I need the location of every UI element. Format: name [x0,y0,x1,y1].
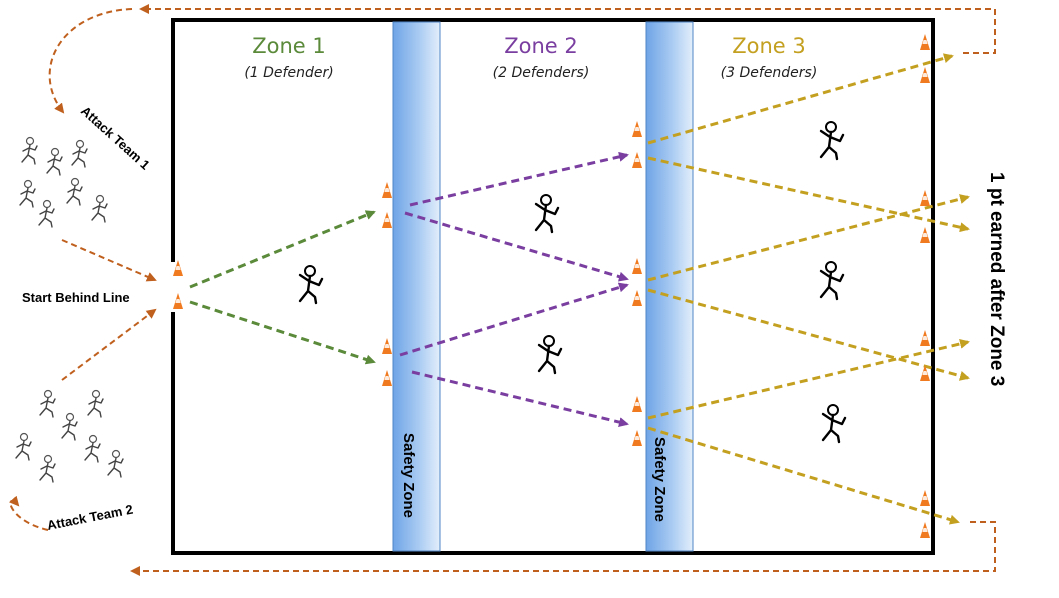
running-figure-icon [39,454,56,483]
attack-team-2-runners [15,389,124,483]
safety-zone-2-label: Safety Zone [651,437,668,522]
safety-zone-1 [392,21,441,552]
running-figure-icon [21,136,38,165]
attack-team-2-label: Attack Team 2 [46,502,134,533]
start-line-label: Start Behind Line [22,290,130,305]
zone-2-title: Zone 2 [504,34,578,58]
running-figure-icon [19,179,36,208]
zone-1-arrows [189,210,376,365]
running-figure-icon [66,177,83,206]
running-figure-icon [46,147,63,176]
start-line-gap [168,262,178,312]
running-figure-icon [71,139,88,168]
running-figure-icon [107,449,124,478]
attack-team-1-runners [19,136,108,228]
return-arrows [8,4,996,576]
running-figure-icon [38,199,55,228]
points-label: 1 pt earned after Zone 3 [986,172,1007,386]
zone-3-subtitle: (3 Defenders) [721,65,818,81]
running-figure-icon [15,432,32,461]
safety-zone-1-label: Safety Zone [400,433,417,518]
attack-team-1-label: Attack Team 1 [78,103,153,172]
zone-2-arrows [399,151,629,427]
zone-1-title: Zone 1 [252,34,326,58]
zone-3-arrows [647,53,970,525]
running-figure-icon [87,389,104,418]
zone-2-subtitle: (2 Defenders) [493,65,590,81]
safety-zone-2 [645,21,694,552]
running-figure-icon [61,412,78,441]
running-figure-icon [84,434,101,463]
running-figure-icon [39,389,56,418]
zone-3-title: Zone 3 [732,34,806,58]
field-boundary [171,18,935,555]
running-figure-icon [91,194,108,223]
zone-1-subtitle: (1 Defender) [244,65,333,81]
